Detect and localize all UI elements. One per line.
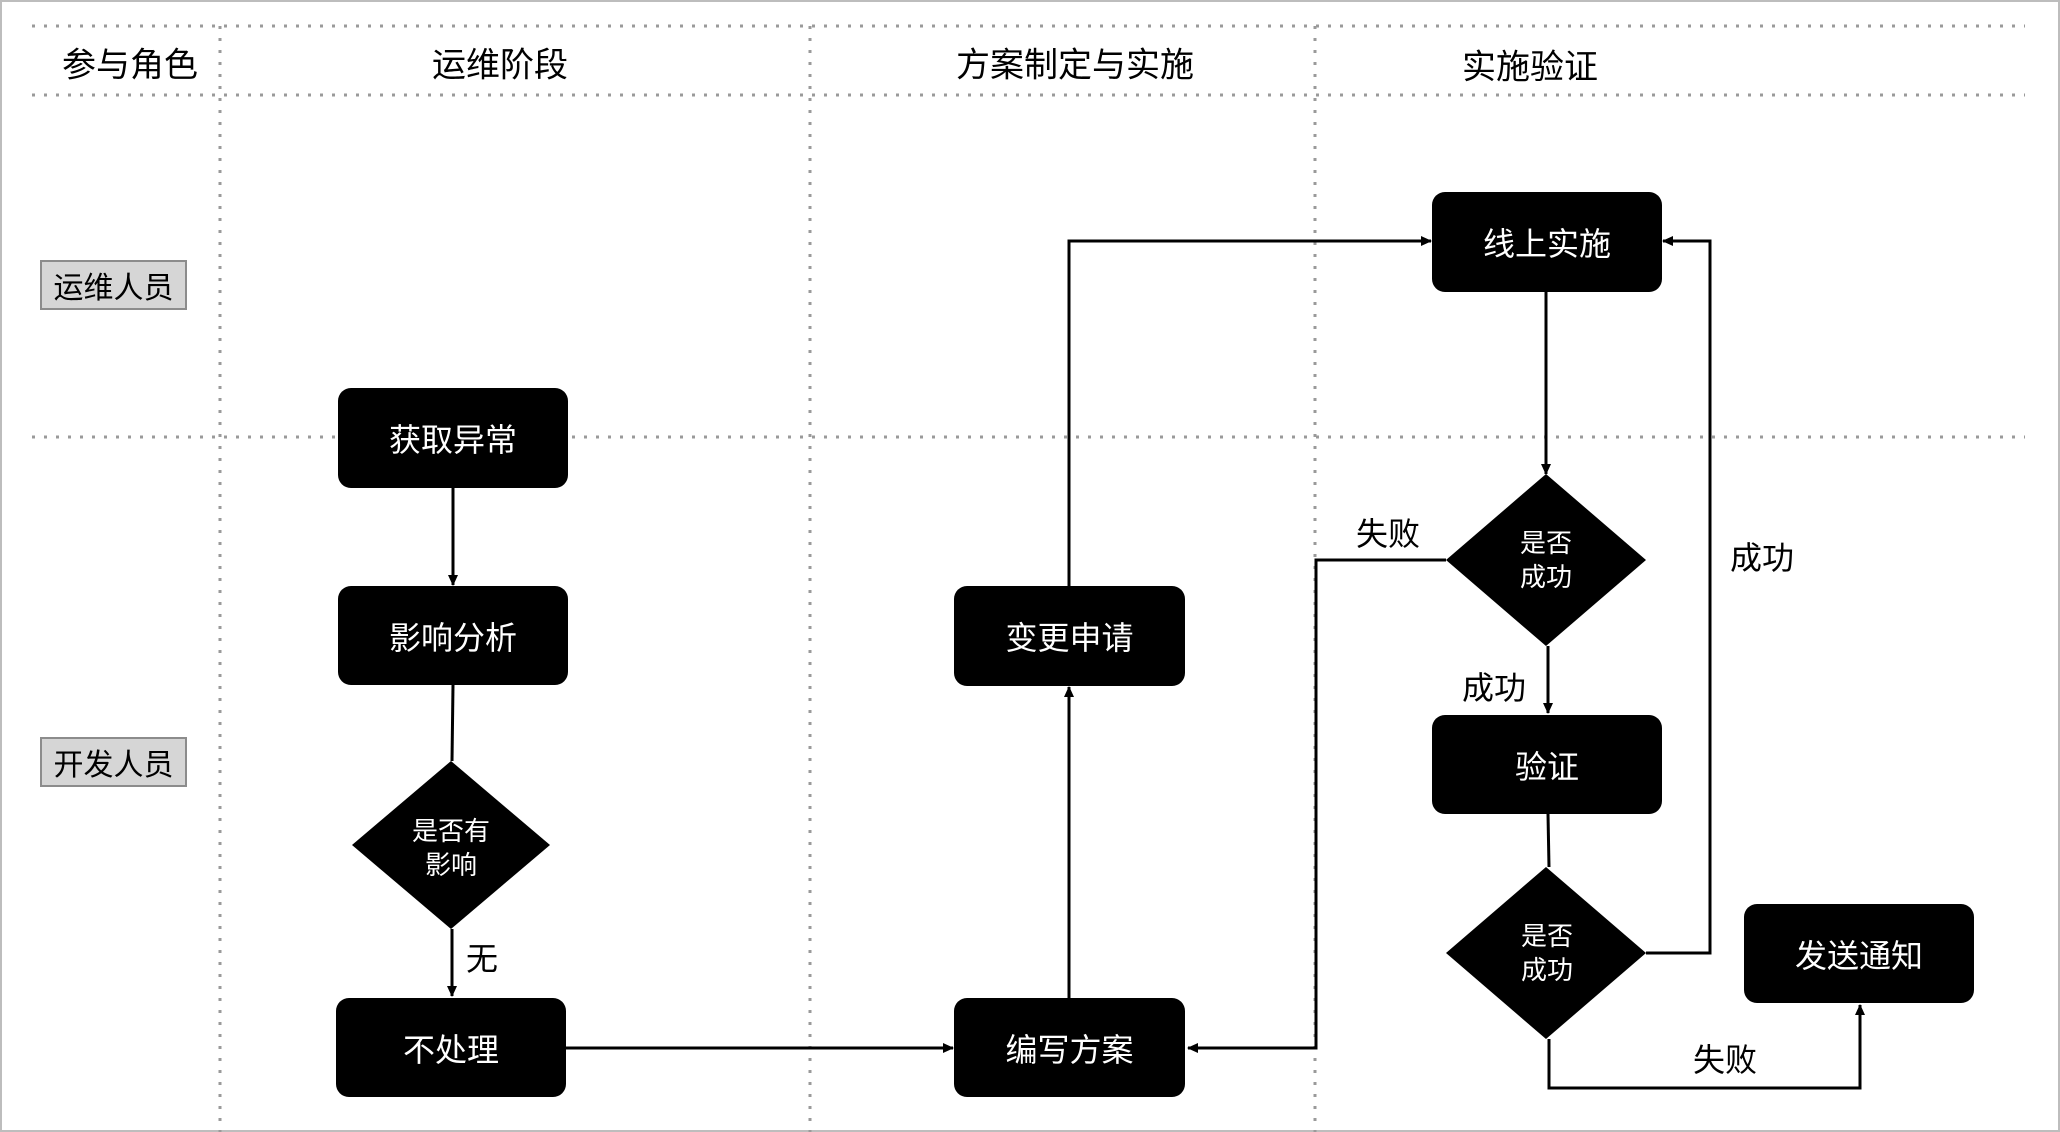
decision-has-impact-text: 是否有 影响: [412, 815, 490, 883]
node-impact-analysis: 影响分析: [338, 586, 568, 685]
lane-grid: [32, 24, 2025, 1132]
node-send-notice: 发送通知: [1744, 904, 1974, 1003]
decision-success-1: [1446, 474, 1646, 646]
header-roles: 参与角色: [62, 45, 198, 86]
node-no-action: 不处理: [336, 998, 566, 1097]
role-dev: 开发人员: [40, 737, 187, 787]
decision-has-impact-line2: 影响: [424, 851, 478, 881]
node-write-plan: 编写方案: [954, 998, 1185, 1097]
edge-label-none: 无: [465, 940, 499, 978]
decision-success-2-line1: 是否: [1520, 922, 1574, 952]
edge-label-fail-1: 失败: [1355, 515, 1421, 553]
header-verify-stage: 实施验证: [1462, 47, 1598, 88]
decision-success-2: [1446, 867, 1646, 1039]
edge-label-success-2: 成功: [1729, 539, 1795, 577]
arrow-change-to-online: [1067, 236, 1432, 586]
node-change-request: 变更申请: [954, 586, 1185, 686]
line-verify-to-check2: [1546, 813, 1551, 868]
decision-success-1-text: 是否 成功: [1520, 527, 1572, 595]
decision-has-impact: [352, 761, 550, 929]
header-plan-stage: 方案制定与实施: [956, 45, 1194, 86]
role-ops: 运维人员: [40, 260, 187, 310]
node-get-exception: 获取异常: [338, 388, 568, 488]
edge-label-fail-2: 失败: [1692, 1041, 1758, 1079]
decision-has-impact-line1: 是否有: [411, 817, 491, 847]
node-verify: 验证: [1432, 715, 1662, 814]
decision-success-2-line2: 成功: [1520, 956, 1574, 986]
arrow-fail-to-writeplan: [1187, 558, 1446, 1053]
decision-success-1-line2: 成功: [1519, 563, 1573, 593]
arrow-success-to-online: [1646, 236, 1712, 955]
decision-success-2-text: 是否 成功: [1521, 920, 1573, 988]
edge-label-success-1: 成功: [1461, 669, 1527, 707]
line-analysis-to-decision: [450, 684, 455, 762]
decision-success-1-line1: 是否: [1519, 529, 1573, 559]
node-online-impl: 线上实施: [1432, 192, 1662, 292]
arrow-fail-to-notice: [1547, 1004, 1865, 1090]
header-ops-stage: 运维阶段: [432, 45, 568, 86]
